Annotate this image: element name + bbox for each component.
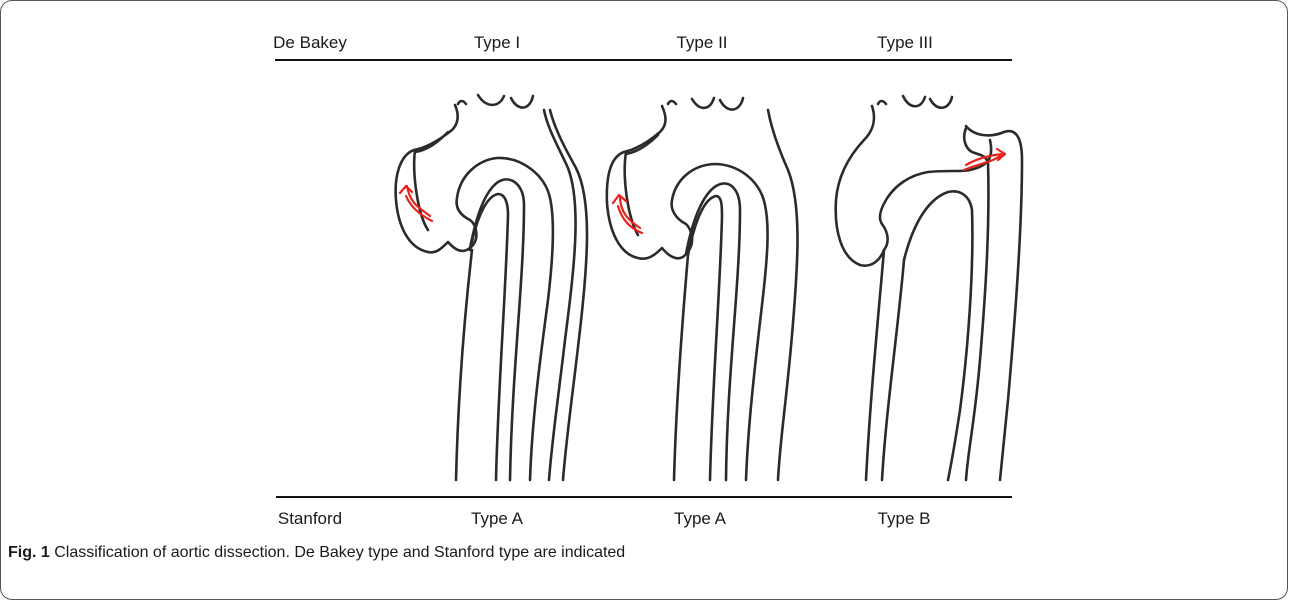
figure-caption: Fig. 1 Classification of aortic dissecti… xyxy=(8,543,625,563)
aorta-illustrations xyxy=(0,0,1290,569)
stanford-type-3-label: Type B xyxy=(878,509,931,529)
stanford-type-2-label: Type A xyxy=(674,509,726,529)
stanford-type-1-label: Type A xyxy=(471,509,523,529)
caption-label: Fig. 1 xyxy=(8,544,50,561)
caption-text: Classification of aortic dissection. De … xyxy=(50,544,625,561)
aorta-type-1-drawing xyxy=(396,95,587,480)
stanford-label: Stanford xyxy=(278,509,342,529)
bottom-rule xyxy=(276,496,1012,498)
aorta-type-2-drawing xyxy=(607,98,798,480)
aorta-type-3-drawing xyxy=(836,96,1022,480)
